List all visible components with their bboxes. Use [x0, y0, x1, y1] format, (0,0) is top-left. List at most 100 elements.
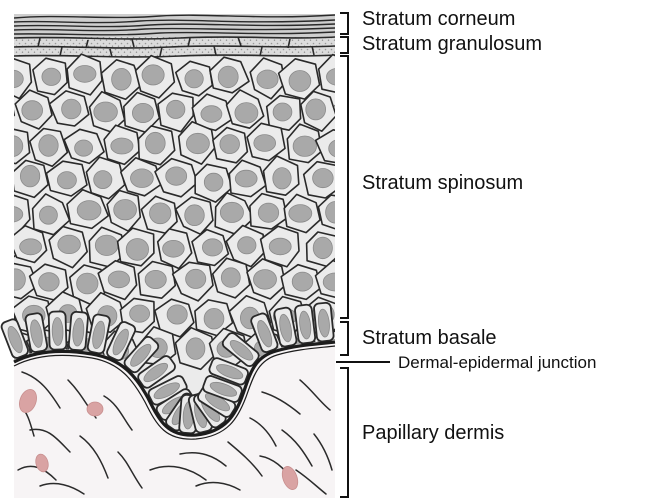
cell-nucleus — [132, 103, 153, 122]
cell-nucleus — [0, 303, 3, 319]
cell-nucleus — [347, 305, 366, 326]
cell-nucleus — [77, 273, 98, 294]
cell-nucleus — [94, 102, 118, 122]
cell-nucleus — [344, 102, 365, 119]
cell-nucleus — [0, 240, 8, 259]
cell-nucleus — [185, 70, 203, 88]
spinous-cell — [0, 89, 14, 126]
cell-nucleus — [77, 201, 101, 220]
spinous-cell — [335, 92, 377, 131]
cell-nucleus — [289, 205, 312, 223]
basal-cell — [314, 302, 334, 341]
cell-nucleus — [313, 169, 334, 188]
cell-nucleus — [39, 135, 58, 157]
cell-nucleus — [306, 99, 326, 120]
bracket-stratum-granulosum — [340, 37, 348, 53]
cell-nucleus — [185, 205, 205, 226]
cell-nucleus — [20, 239, 42, 255]
basal-cell — [68, 311, 88, 350]
cell-nucleus — [221, 268, 240, 288]
cell-nucleus — [313, 237, 332, 259]
cell-nucleus — [163, 240, 185, 257]
label-papillary-dermis: Papillary dermis — [362, 422, 504, 444]
cell-nucleus — [112, 68, 132, 90]
cell-nucleus — [202, 239, 222, 256]
cell-nucleus — [145, 132, 165, 154]
cell-nucleus — [42, 68, 61, 85]
cell-nucleus — [220, 135, 240, 154]
cell-nucleus — [142, 65, 164, 85]
cell-nucleus — [220, 202, 243, 222]
cell-nucleus — [131, 169, 154, 188]
cell-nucleus — [75, 140, 93, 156]
cell-nucleus — [58, 235, 81, 253]
cell-nucleus — [258, 203, 278, 222]
cell-nucleus — [323, 273, 347, 291]
basal-cell — [49, 311, 67, 349]
label-stratum-basale: Stratum basale — [362, 327, 497, 349]
cell-nucleus — [57, 172, 76, 189]
cell-nucleus — [167, 305, 187, 324]
cell-nucleus — [326, 202, 345, 224]
cell-nucleus — [0, 206, 23, 222]
cell-nucleus — [257, 70, 278, 89]
cell-nucleus — [254, 270, 277, 290]
cell-nucleus — [167, 100, 185, 118]
cell-nucleus — [62, 99, 81, 119]
cell-nucleus — [114, 200, 137, 220]
cell-nucleus — [2, 136, 22, 157]
cell-nucleus — [254, 135, 276, 152]
cell-nucleus — [20, 165, 39, 187]
label-stratum-corneum: Stratum corneum — [362, 8, 515, 30]
bracket-stratum-basale — [340, 322, 348, 355]
bracket-stratum-corneum — [340, 13, 348, 34]
cell-nucleus — [293, 136, 316, 156]
cell-nucleus — [186, 338, 205, 360]
cell-nucleus — [289, 71, 311, 92]
cell-nucleus — [186, 133, 209, 153]
cell-nucleus — [201, 106, 222, 123]
cell-nucleus — [273, 103, 292, 121]
bracket-papillary-dermis — [340, 368, 348, 497]
cell-nucleus — [145, 270, 166, 288]
cell-nucleus — [0, 102, 7, 120]
cell-nucleus — [238, 237, 256, 254]
cell-nucleus — [166, 167, 187, 185]
cell-nucleus — [329, 140, 348, 157]
label-stratum-granulosum: Stratum granulosum — [362, 33, 542, 55]
cell-nucleus — [95, 235, 118, 255]
cell-nucleus — [39, 273, 60, 291]
cell-nucleus — [273, 168, 291, 189]
cell-nucleus — [150, 203, 171, 224]
cell-nucleus — [342, 168, 364, 185]
cell-nucleus — [22, 101, 43, 120]
cell-nucleus — [3, 70, 24, 87]
cell-nucleus — [126, 239, 148, 261]
spinous-cell — [0, 192, 1, 230]
label-dermal-epidermal-junction: Dermal-epidermal junction — [398, 353, 596, 373]
cell-nucleus — [235, 103, 258, 124]
cell-nucleus — [130, 305, 150, 322]
cell-nucleus — [348, 238, 370, 258]
bracket-stratum-spinosum — [340, 56, 348, 318]
cell-nucleus — [39, 206, 57, 224]
cell-nucleus — [186, 269, 206, 288]
cell-nucleus — [108, 271, 129, 288]
cell-nucleus — [292, 272, 313, 291]
basal-cell — [294, 304, 315, 344]
cell-nucleus — [204, 308, 224, 329]
spinous-cell — [0, 160, 15, 198]
cell-nucleus — [94, 171, 112, 189]
cell-nucleus — [74, 66, 96, 83]
cell-nucleus — [269, 238, 291, 255]
label-stratum-spinosum: Stratum spinosum — [362, 172, 523, 194]
spinous-cell — [341, 228, 378, 265]
cell-nucleus — [0, 165, 8, 185]
cell-nucleus — [204, 173, 223, 191]
cell-nucleus — [6, 269, 26, 290]
cell-nucleus — [327, 68, 349, 85]
cell-nucleus — [218, 66, 238, 88]
cell-nucleus — [235, 170, 257, 187]
